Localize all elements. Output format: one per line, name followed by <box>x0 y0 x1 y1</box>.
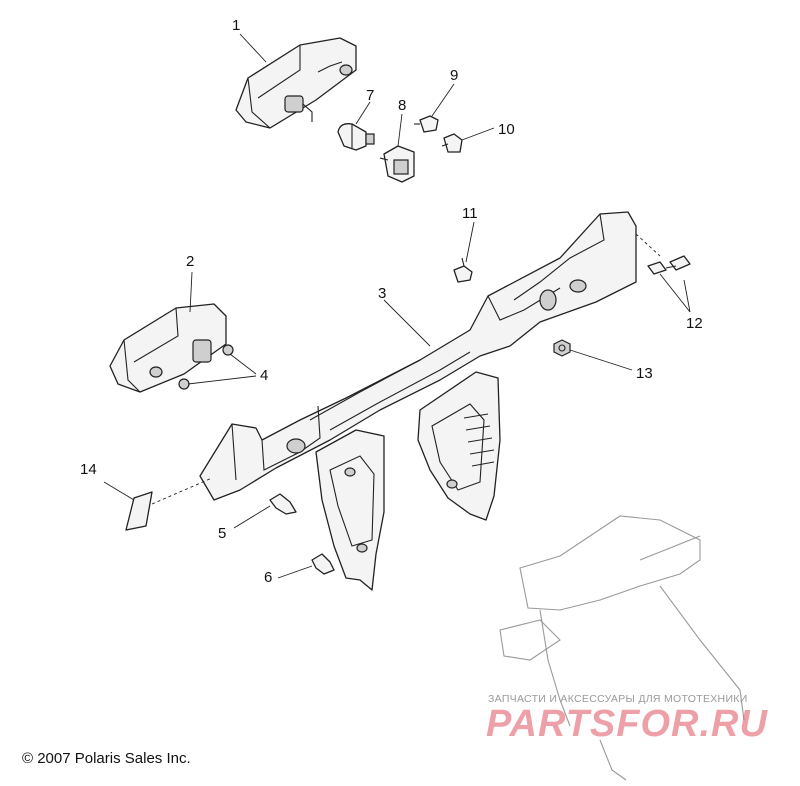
callout-11: 11 <box>462 205 478 222</box>
callout-14: 14 <box>80 461 97 478</box>
watermark-brand: PARTSFOR.RU <box>486 703 768 745</box>
part-10-small-socket <box>441 133 463 153</box>
part-7-bulb <box>337 123 375 151</box>
part-1-tail-light-upper <box>235 37 357 129</box>
reference-frame <box>499 515 745 781</box>
callout-2: 2 <box>186 253 194 270</box>
callout-13: 13 <box>636 365 653 382</box>
watermark-tagline: ЗАПЧАСТИ И АКСЕССУАРЫ ДЛЯ МОТОТЕХНИКИ <box>488 693 748 705</box>
part-13-nut <box>553 339 571 357</box>
part-3-rear-bracket <box>199 211 637 591</box>
callout-1: 1 <box>232 17 240 34</box>
callout-8: 8 <box>398 97 406 114</box>
callout-3: 3 <box>378 285 386 302</box>
part-6-fastener <box>311 553 335 575</box>
part-5-fastener <box>269 493 297 515</box>
callout-12: 12 <box>686 315 703 332</box>
callout-6: 6 <box>264 569 272 586</box>
callout-10: 10 <box>498 121 515 138</box>
callout-5: 5 <box>218 525 226 542</box>
callout-7: 7 <box>366 87 374 104</box>
part-9-small-bulb <box>414 115 439 133</box>
part-8-socket <box>379 145 415 183</box>
leader-lines <box>103 33 691 579</box>
part-2-tail-light-lower <box>109 303 227 393</box>
part-12-screws <box>647 255 691 275</box>
part-14-label <box>125 491 153 531</box>
callout-9: 9 <box>450 67 458 84</box>
part-11-bolt <box>453 257 473 283</box>
copyright-notice: © 2007 Polaris Sales Inc. <box>22 750 191 767</box>
callout-4: 4 <box>260 367 268 384</box>
